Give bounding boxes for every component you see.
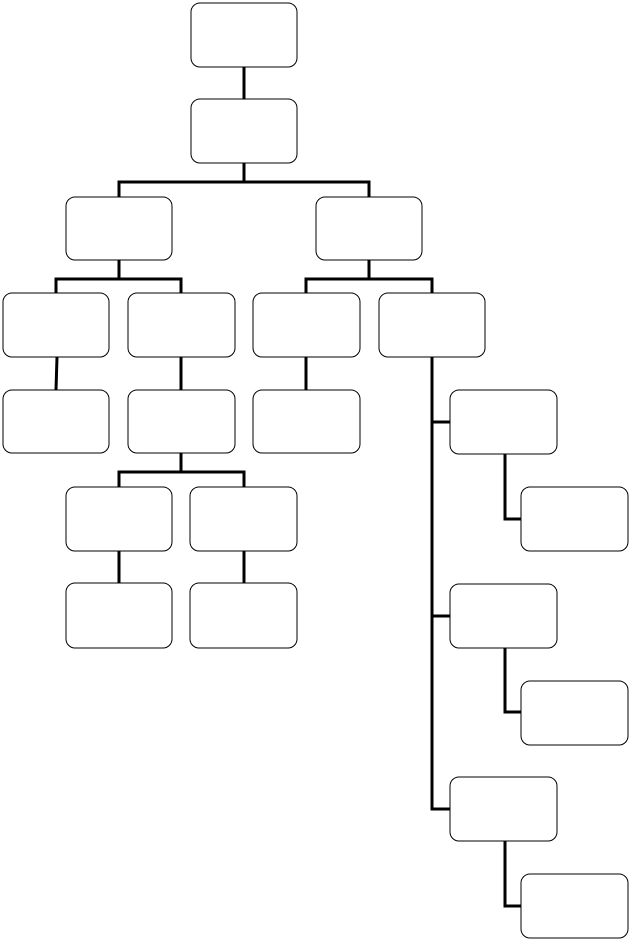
- node-right-b: [378, 292, 486, 358]
- connector-left-a-child: [54, 355, 59, 392]
- node-left-b-1-x-1: [65, 582, 173, 649]
- connector-left-b-1-split: [117, 451, 246, 489]
- connectors: [54, 65, 523, 908]
- node-left-b-1-y-1: [189, 582, 298, 649]
- node-right: [315, 196, 423, 261]
- node-left: [65, 196, 173, 261]
- connector-right-split: [304, 258, 434, 295]
- node-root: [190, 2, 298, 68]
- node-level1: [190, 98, 298, 164]
- connector-left-split: [54, 258, 183, 295]
- connector-right-b-2-child: [503, 646, 523, 714]
- node-left-b-1-y: [189, 486, 298, 552]
- node-right-b-2-1: [520, 680, 629, 746]
- node-right-a-1: [252, 389, 361, 454]
- node-left-a: [2, 292, 110, 358]
- node-right-b-2: [449, 583, 558, 649]
- node-right-a: [252, 292, 361, 358]
- node-left-b-1-x: [65, 486, 173, 552]
- node-right-b-3-1: [520, 873, 629, 939]
- node-right-b-1-1: [520, 486, 629, 552]
- node-left-b: [127, 292, 236, 358]
- node-left-b-1: [127, 389, 236, 454]
- connector-right-b-trunk: [430, 355, 452, 811]
- node-right-b-3: [449, 776, 558, 842]
- node-right-b-1: [449, 389, 558, 455]
- connector-right-b-3-child: [503, 839, 523, 908]
- node-left-a-1: [2, 389, 110, 454]
- connector-level1-split: [117, 161, 371, 199]
- connector-right-b-1-child: [503, 452, 523, 521]
